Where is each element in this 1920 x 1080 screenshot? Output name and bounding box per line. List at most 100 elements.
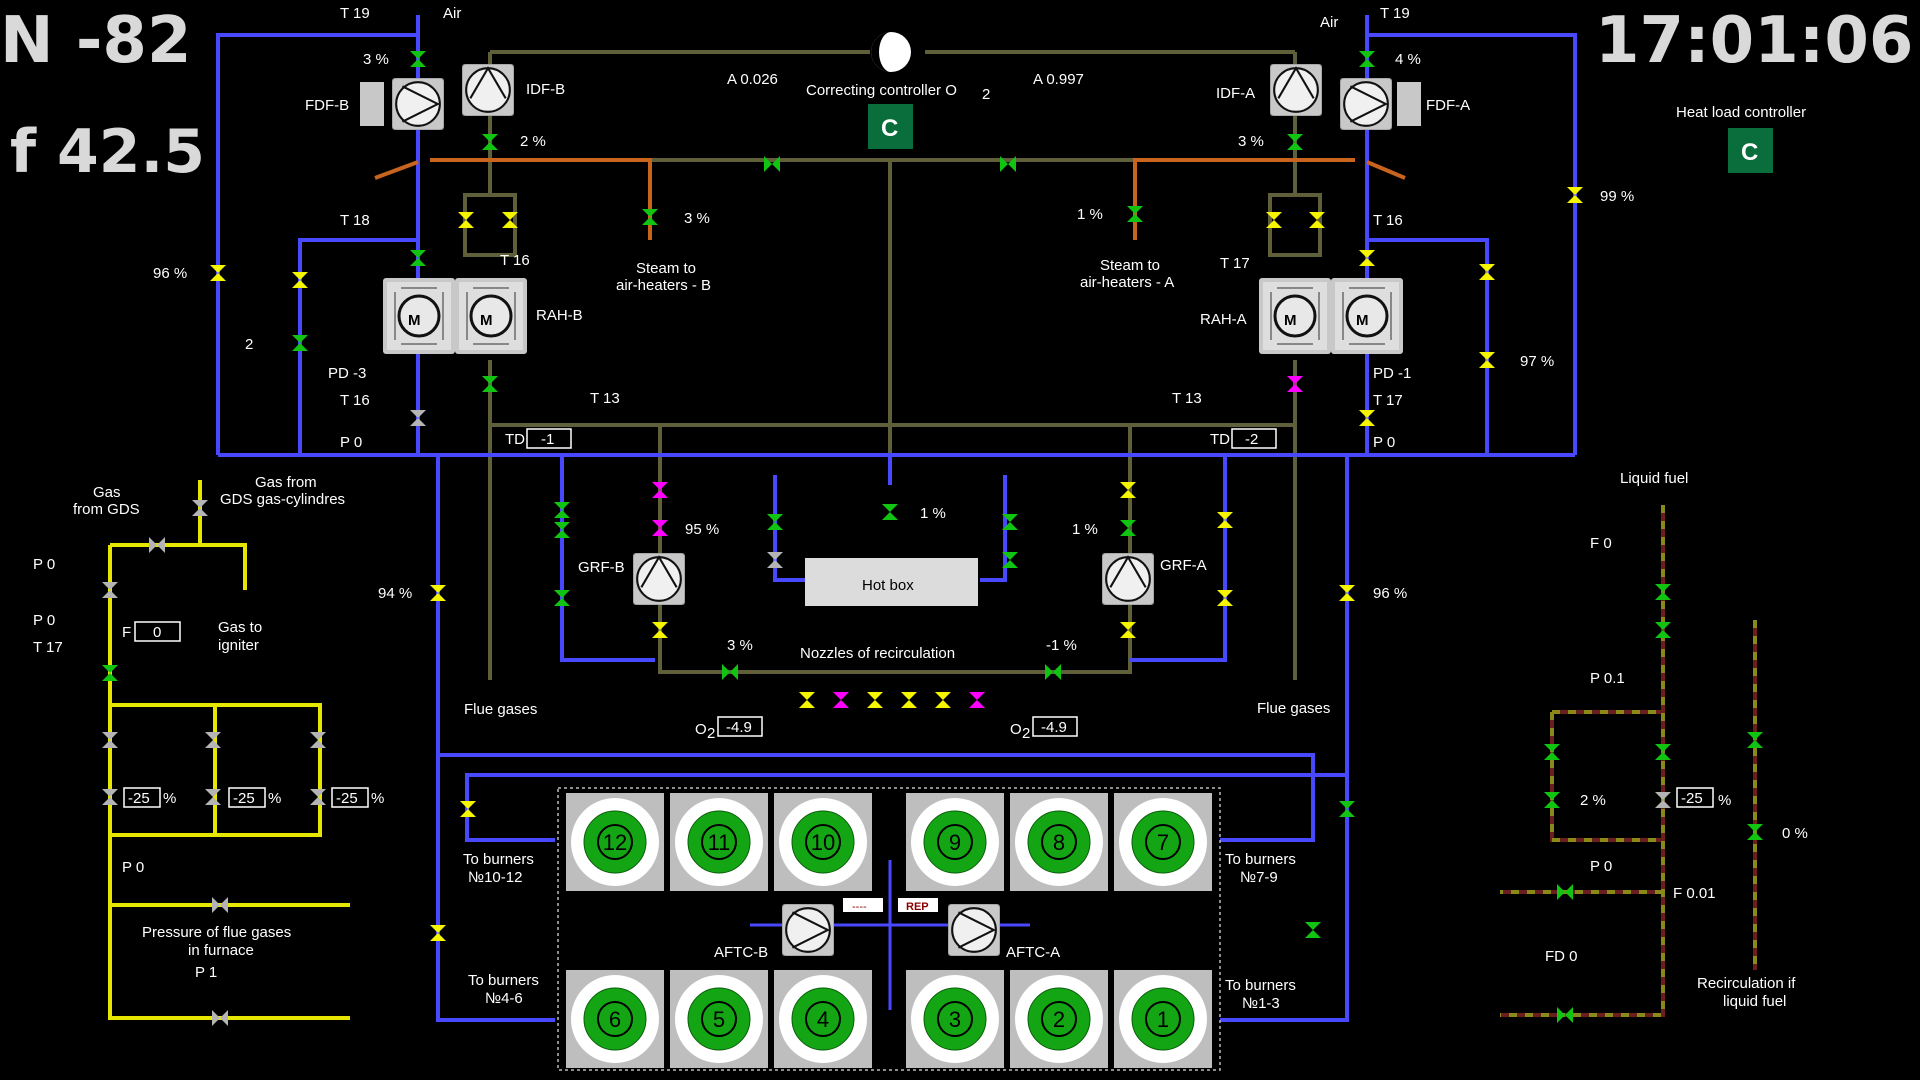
- o2-correction-icon[interactable]: [871, 32, 911, 72]
- gas-branch-2-valve-top[interactable]: [205, 732, 221, 748]
- gas-regulator-valve[interactable]: [102, 665, 118, 681]
- grf-b-discharge-valve[interactable]: [652, 622, 668, 638]
- nozzle-valve-1[interactable]: [799, 692, 815, 708]
- liquid-fuel-return-valve[interactable]: [1557, 884, 1573, 900]
- rah-b-outlet-valve[interactable]: [482, 376, 498, 392]
- grf-b-suction-valve-2[interactable]: [652, 520, 668, 536]
- grf-a-suction-valve-2[interactable]: [1120, 520, 1136, 536]
- gas-cylinders-label-a: Gas from: [255, 474, 317, 491]
- aftc-b-fan[interactable]: [782, 904, 834, 956]
- steam-valve-b[interactable]: [642, 209, 658, 225]
- gas-branch-1-valve-top[interactable]: [102, 732, 118, 748]
- grf-a-inlet-valve-1[interactable]: [1217, 512, 1233, 528]
- furnace-pressure-valve-2[interactable]: [212, 1010, 228, 1026]
- burners-1-3-valve[interactable]: [1305, 922, 1321, 938]
- furnace-pressure-label-b: in furnace: [188, 942, 254, 959]
- liquid-fuel-valve-1[interactable]: [1655, 584, 1671, 600]
- left-burner-feed-valve[interactable]: [430, 585, 446, 601]
- correcting-controller-button[interactable]: C: [868, 104, 913, 149]
- liquid-fuel-regulator[interactable]: [1655, 622, 1671, 638]
- burners-4-6-valve[interactable]: [430, 925, 446, 941]
- burner-7-number: 7: [1157, 830, 1169, 855]
- liquid-fuel-f0: F 0: [1590, 535, 1612, 552]
- nozzle-valve-6[interactable]: [969, 692, 985, 708]
- gas-igniter-label-b: igniter: [218, 637, 259, 654]
- nozzle-valve-2[interactable]: [833, 692, 849, 708]
- rah-a-gas-valve-2[interactable]: [1309, 212, 1325, 228]
- gas-crossover-valve[interactable]: [149, 537, 165, 553]
- fdf-a-damper[interactable]: [1359, 51, 1375, 67]
- grf-b-inlet-valve-1[interactable]: [554, 502, 570, 518]
- grf-b-suction-valve-1[interactable]: [652, 482, 668, 498]
- rah-a-outlet-valve[interactable]: [1287, 376, 1303, 392]
- burners-10-12-valve[interactable]: [460, 801, 476, 817]
- nozzle-valve-3[interactable]: [867, 692, 883, 708]
- grf-b-inlet-valve-2[interactable]: [554, 522, 570, 538]
- rah-b-gas-valve-1[interactable]: [458, 212, 474, 228]
- nozzle-valve-5[interactable]: [935, 692, 951, 708]
- gas-igniter-label-a: Gas to: [218, 619, 262, 636]
- heat-load-controller-button[interactable]: C: [1728, 128, 1773, 173]
- svg-text:----: ----: [852, 901, 867, 913]
- fdf-b-damper[interactable]: [410, 51, 426, 67]
- idf-a-damper[interactable]: [1287, 134, 1303, 150]
- left-bypass-valve[interactable]: [210, 265, 226, 281]
- idf-b-fan[interactable]: [462, 64, 514, 116]
- aftc-a-fan[interactable]: [948, 904, 1000, 956]
- idf-a-fan[interactable]: [1270, 64, 1322, 116]
- liquid-recirc-valve[interactable]: [1747, 824, 1763, 840]
- left-recirc-air-valve-top[interactable]: [292, 272, 308, 288]
- rah-a-air-valve[interactable]: [1359, 250, 1375, 266]
- gas-branch-3-valve-top[interactable]: [310, 732, 326, 748]
- gas-shutoff-valve[interactable]: [102, 582, 118, 598]
- gas-cylinders-valve[interactable]: [192, 500, 208, 516]
- grf-a-suction-valve-1[interactable]: [1120, 482, 1136, 498]
- liquid-recirc-valve-top[interactable]: [1747, 732, 1763, 748]
- liquid-fuel-bypass-valve[interactable]: [1544, 792, 1560, 808]
- aftc-dash-box[interactable]: [843, 898, 883, 912]
- grf-b-inlet-valve-3[interactable]: [554, 590, 570, 606]
- hotbox-left-valve-1[interactable]: [767, 514, 783, 530]
- liquid-fuel-main-valve-top[interactable]: [1655, 744, 1671, 760]
- liquid-fuel-drain-valve[interactable]: [1557, 1007, 1573, 1023]
- hot-box[interactable]: [805, 558, 978, 606]
- fdf-a-fan[interactable]: [1340, 78, 1392, 130]
- grf-a-fan[interactable]: [1102, 553, 1154, 605]
- rah-b-air-valve[interactable]: [410, 250, 426, 266]
- burners-7-9-valve[interactable]: [1339, 801, 1355, 817]
- grf-a-label: GRF-A: [1160, 557, 1207, 574]
- gas-branch-1-valve[interactable]: [102, 789, 118, 805]
- grf-a-discharge-valve[interactable]: [1120, 622, 1136, 638]
- right-burner-feed-valve[interactable]: [1339, 585, 1355, 601]
- rah-a-air-outlet-valve[interactable]: [1359, 410, 1375, 426]
- liquid-fuel-main-valve[interactable]: [1655, 792, 1671, 808]
- fdf-b-speed-switch[interactable]: [360, 82, 384, 126]
- liquid-fuel-bypass-pct: 2 %: [1580, 792, 1606, 809]
- nozzle-valve-4[interactable]: [901, 692, 917, 708]
- grf-b-fan[interactable]: [633, 553, 685, 605]
- aftc-rep-box[interactable]: [898, 898, 938, 912]
- furnace-pressure-valve-1[interactable]: [212, 897, 228, 913]
- steam-valve-a[interactable]: [1127, 206, 1143, 222]
- gas-branch-2-valve[interactable]: [205, 789, 221, 805]
- right-bypass-valve[interactable]: [1567, 187, 1583, 203]
- gas-branch-3-valve[interactable]: [310, 789, 326, 805]
- right-recirc-air-valve[interactable]: [1479, 352, 1495, 368]
- burner-12-number: 12: [603, 830, 627, 855]
- liquid-fuel-bypass-valve-top[interactable]: [1544, 744, 1560, 760]
- fdf-a-speed-switch[interactable]: [1397, 82, 1421, 126]
- idf-b-damper[interactable]: [482, 134, 498, 150]
- gas-gds-label-b: from GDS: [73, 501, 140, 518]
- grf-a-inlet-valve-2[interactable]: [1217, 590, 1233, 606]
- rah-b-air-outlet-valve[interactable]: [410, 410, 426, 426]
- left-recirc-air-valve[interactable]: [292, 335, 308, 351]
- fdf-b-fan[interactable]: [392, 78, 444, 130]
- right-recirc-air-valve-top[interactable]: [1479, 264, 1495, 280]
- hotbox-center-valve[interactable]: [882, 504, 898, 520]
- hotbox-left-valve-2[interactable]: [767, 552, 783, 568]
- nozzle-right-valve[interactable]: [1045, 664, 1061, 680]
- o2-right-sub: 2: [1022, 725, 1030, 742]
- nozzle-left-valve[interactable]: [722, 664, 738, 680]
- fdf-b-pct: 3 %: [363, 51, 389, 68]
